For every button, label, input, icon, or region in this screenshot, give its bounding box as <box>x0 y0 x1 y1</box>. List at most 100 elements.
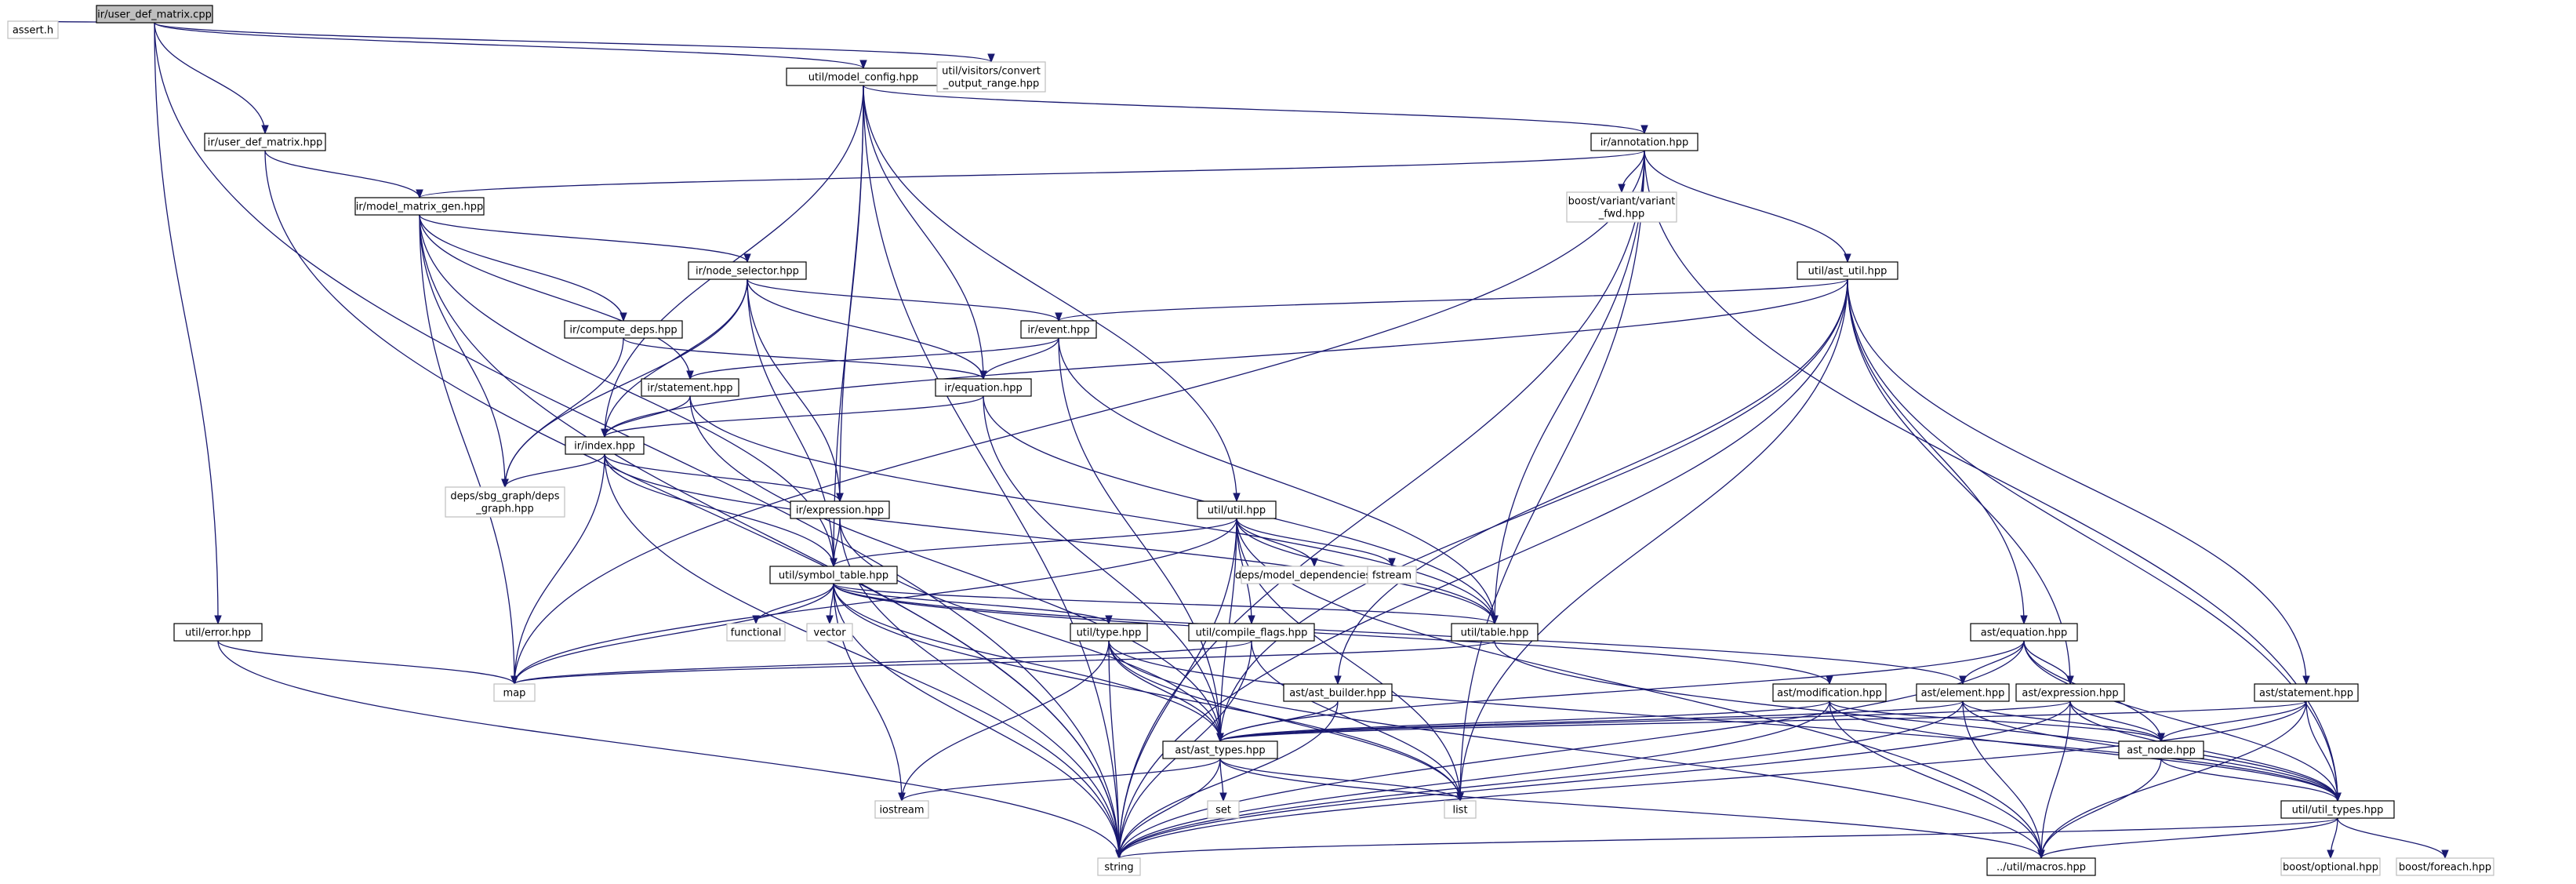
node-ast_statement[interactable]: ast/statement.hpp <box>2254 683 2359 702</box>
edge-ast_element-to-string <box>1115 700 1964 860</box>
edge-ast_expression-to-ast_types <box>1216 700 2071 743</box>
node-label: map <box>503 688 526 700</box>
node-statement_ir[interactable]: ir/statement.hpp <box>641 378 739 397</box>
edge-compute_deps-to-equation_ir <box>623 337 987 380</box>
node-node_selector[interactable]: ir/node_selector.hpp <box>688 261 807 280</box>
edge-symbol_table-to-util_table <box>833 583 1499 625</box>
node-expression_ir[interactable]: ir/expression.hpp <box>790 500 890 519</box>
node-label: util/util.hpp <box>1208 505 1266 517</box>
node-ast_node[interactable]: ast_node.hpp <box>2118 740 2204 759</box>
node-compute_deps[interactable]: ir/compute_deps.hpp <box>564 320 683 339</box>
edge-annotation-to-util_types <box>1644 150 2342 802</box>
node-boost_variant[interactable]: boost/variant/variant_fwd.hpp <box>1566 191 1677 223</box>
edge-root-to-model_config <box>154 22 867 70</box>
node-root[interactable]: ir/user_def_matrix.cpp <box>96 5 213 24</box>
node-vector[interactable]: vector <box>806 623 853 642</box>
edge-event-to-statement_ir <box>686 337 1059 380</box>
edge-equation_ir-to-index_ir <box>601 395 984 438</box>
edge-util_util-to-model_deps <box>1236 518 1318 568</box>
edge-ast_util-to-ast_statement <box>1847 278 2310 686</box>
edge-ast_statement-to-string <box>1115 700 2307 860</box>
node-set[interactable]: set <box>1207 800 1240 819</box>
node-label: ir/equation.hpp <box>944 383 1023 395</box>
node-model_config[interactable]: util/model_config.hpp <box>786 67 941 86</box>
edge-ast_equation-to-ast_expression <box>2023 640 2074 686</box>
edge-util_util-to-symbol_table <box>830 518 1237 568</box>
edge-model_matrix_gen-to-statement_ir <box>419 214 694 380</box>
edge-ast_util-to-event <box>1055 278 1848 322</box>
node-util_table[interactable]: util/table.hpp <box>1451 623 1539 642</box>
node-ast_util[interactable]: util/ast_util.hpp <box>1797 261 1898 280</box>
node-label: util/symbol_table.hpp <box>779 570 888 582</box>
edge-model_config-to-equation_ir <box>863 85 987 380</box>
edge-model_matrix_gen-to-sbg_graph <box>419 214 509 489</box>
edge-index_ir-to-sbg_graph <box>501 453 605 489</box>
node-ast_types[interactable]: ast/ast_types.hpp <box>1162 740 1278 759</box>
node-label: assert.h <box>13 25 53 37</box>
edge-ast_node-to-util_macros <box>2037 758 2162 860</box>
edge-util_error-to-string <box>217 640 1123 860</box>
edge-node_selector-to-equation_ir <box>747 278 987 380</box>
node-label: ast_node.hpp <box>2127 745 2196 757</box>
node-index_ir[interactable]: ir/index.hpp <box>565 436 645 455</box>
node-equation_ir[interactable]: ir/equation.hpp <box>935 378 1032 397</box>
edge-model_config-to-util_util <box>863 85 1241 503</box>
node-label: util/compile_flags.hpp <box>1196 628 1308 639</box>
edge-util_types-to-util_macros <box>2037 817 2338 860</box>
node-label: _fwd.hpp <box>1598 209 1645 220</box>
node-event[interactable]: ir/event.hpp <box>1020 320 1097 339</box>
node-label: _graph.hpp <box>475 504 533 515</box>
node-label: ast/equation.hpp <box>1981 628 2067 639</box>
node-label: functional <box>731 628 782 639</box>
node-util_types[interactable]: util/util_types.hpp <box>2280 800 2395 819</box>
node-ast_modification[interactable]: ast/modification.hpp <box>1772 683 1887 702</box>
edge-symbol_table-to-iostream <box>833 583 906 802</box>
node-list[interactable]: list <box>1444 800 1477 819</box>
node-util_type[interactable]: util/type.hpp <box>1070 623 1148 642</box>
node-ast_expression[interactable]: ast/expression.hpp <box>2015 683 2125 702</box>
edge-model_matrix_gen-to-node_selector <box>419 214 751 264</box>
node-sbg_graph[interactable]: deps/sbg_graph/deps_graph.hpp <box>445 486 565 518</box>
node-convert_output[interactable]: util/visitors/convert_output_range.hpp <box>936 61 1046 93</box>
node-label: util/ast_util.hpp <box>1808 266 1887 278</box>
node-annotation[interactable]: ir/annotation.hpp <box>1590 133 1699 151</box>
node-boost_foreach[interactable]: boost/foreach.hpp <box>2396 857 2494 876</box>
edge-user_def_matrix_hpp-to-string <box>264 150 1123 860</box>
edge-model_config-to-annotation <box>863 85 1648 135</box>
node-model_deps[interactable]: deps/model_dependencies.hpp <box>1235 566 1393 584</box>
node-map[interactable]: map <box>493 683 536 702</box>
node-util_macros[interactable]: ../util/macros.hpp <box>1986 857 2096 876</box>
edge-util_types-to-boost_foreach <box>2337 817 2449 860</box>
edge-model_config-to-string <box>863 85 1123 860</box>
node-util_error[interactable]: util/error.hpp <box>173 623 263 642</box>
node-functional[interactable]: functional <box>726 623 786 642</box>
edge-ast_types-to-iostream <box>898 758 1221 802</box>
edge-util_types-to-boost_optional <box>2327 817 2338 860</box>
node-label: ast/ast_builder.hpp <box>1289 688 1386 700</box>
node-model_matrix_gen[interactable]: ir/model_matrix_gen.hpp <box>354 197 485 216</box>
edge-annotation-to-boost_variant <box>1618 150 1645 194</box>
node-ast_equation[interactable]: ast/equation.hpp <box>1970 623 2078 642</box>
node-label: string <box>1104 862 1133 874</box>
node-boost_optional[interactable]: boost/optional.hpp <box>2280 857 2381 876</box>
node-label: ast/ast_types.hpp <box>1175 745 1265 757</box>
edge-util_util-to-fstream <box>1236 518 1396 568</box>
node-assert[interactable]: assert.h <box>7 20 59 39</box>
node-symbol_table[interactable]: util/symbol_table.hpp <box>769 566 898 584</box>
node-ast_element[interactable]: ast/element.hpp <box>1916 683 2010 702</box>
edge-ast_statement-to-ast_node <box>2157 700 2307 743</box>
node-compile_flags[interactable]: util/compile_flags.hpp <box>1188 623 1315 642</box>
node-label: fstream <box>1372 570 1412 582</box>
node-string[interactable]: string <box>1097 857 1141 876</box>
edge-util_type-to-util_types <box>1108 640 2342 802</box>
node-iostream[interactable]: iostream <box>874 800 929 819</box>
node-ast_builder[interactable]: ast/ast_builder.hpp <box>1283 683 1393 702</box>
node-label: deps/model_dependencies.hpp <box>1235 570 1393 582</box>
node-label: ast/expression.hpp <box>2022 688 2118 700</box>
node-user_def_matrix_hpp[interactable]: ir/user_def_matrix.hpp <box>204 133 326 151</box>
edge-util_type-to-iostream <box>898 640 1110 802</box>
node-util_util[interactable]: util/util.hpp <box>1197 500 1277 519</box>
edge-node_selector-to-symbol_table <box>747 278 837 568</box>
edge-model_config-to-symbol_table <box>830 85 864 568</box>
node-fstream[interactable]: fstream <box>1367 566 1417 584</box>
